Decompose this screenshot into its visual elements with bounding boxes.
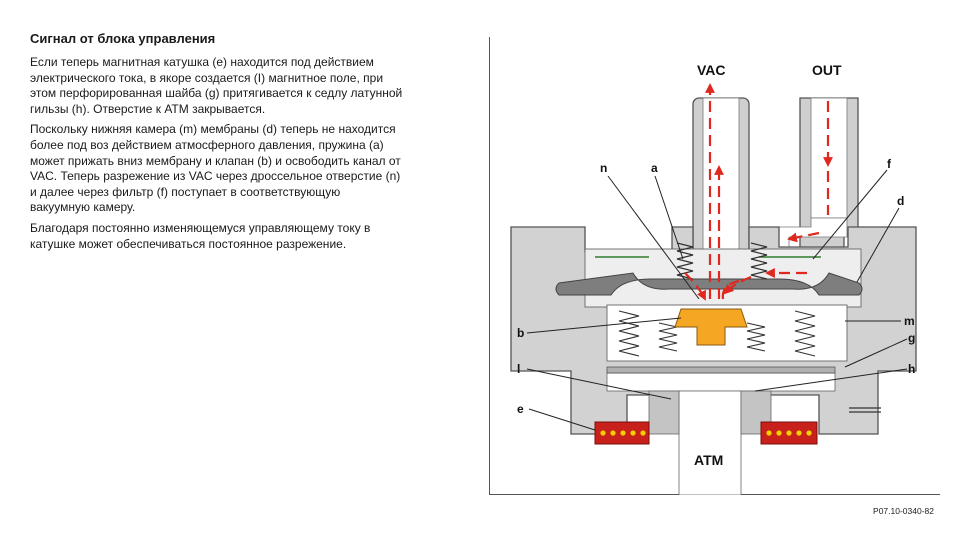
- flow-arrows: [684, 83, 833, 301]
- leader-lines: [526, 169, 908, 431]
- paragraph-2: Поскольку нижняя камера (m) мембраны (d)…: [30, 122, 401, 215]
- label-d: d: [897, 194, 904, 208]
- perforated-washer: [606, 366, 836, 374]
- port-label-atm: ATM: [694, 452, 723, 468]
- connector-pins: [849, 407, 881, 413]
- diaphragm: [555, 272, 863, 296]
- lower-springs: [618, 310, 816, 357]
- figure-code: P07.10-0340-82: [873, 506, 934, 516]
- label-b: b: [517, 326, 524, 340]
- paragraph-3: Благодаря постоянно изменяющемуся управл…: [30, 220, 371, 251]
- label-a: a: [651, 161, 658, 175]
- label-e: e: [517, 402, 524, 416]
- label-l: l: [517, 362, 520, 376]
- text-column: Сигнал от блока управления Если теперь м…: [30, 31, 440, 257]
- port-label-vac: VAC: [697, 62, 726, 78]
- valve-diagram: VAC OUT ATM n a f d b m g l h e: [489, 37, 940, 495]
- label-m: m: [904, 314, 915, 328]
- label-g: g: [908, 331, 915, 345]
- section-heading: Сигнал от блока управления: [30, 31, 216, 46]
- coil-right: [760, 421, 818, 445]
- coil-left: [594, 421, 650, 445]
- out-tube: [772, 97, 859, 253]
- label-h: h: [908, 362, 915, 376]
- port-label-out: OUT: [812, 62, 842, 78]
- valve-disc: [674, 308, 748, 346]
- label-n: n: [600, 161, 607, 175]
- paragraph-1: Если теперь магнитная катушка (е) находи…: [30, 55, 403, 116]
- label-f: f: [887, 157, 892, 171]
